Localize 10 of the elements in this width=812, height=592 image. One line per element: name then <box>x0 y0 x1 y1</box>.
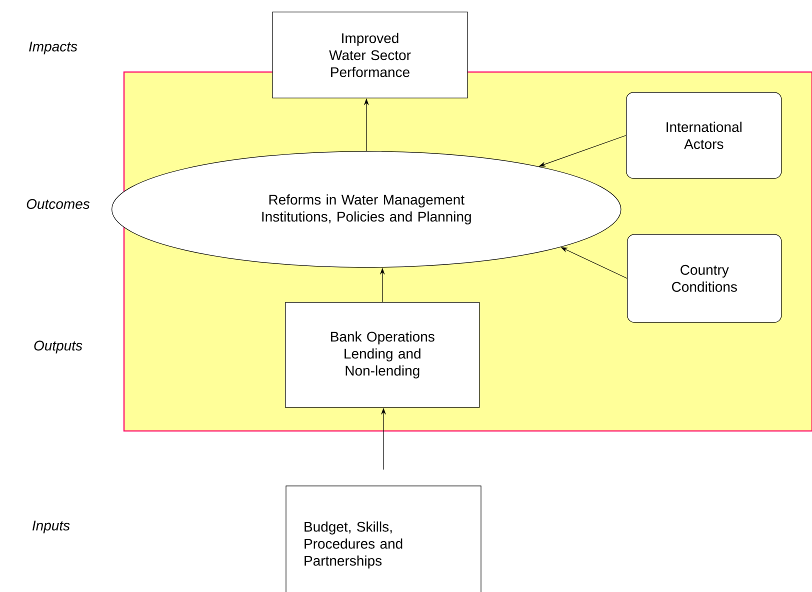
level-label: Outputs <box>34 340 82 354</box>
level-label: Inputs <box>32 520 70 534</box>
rounded-box: Country Conditions <box>627 234 782 323</box>
level-label: Impacts <box>29 42 78 54</box>
text-box: Bank Operations Lending and Non-lending <box>285 302 480 408</box>
rounded-box: International Actors <box>626 92 782 179</box>
text-box: Budget, Skills, Procedures and Partnerships <box>286 486 482 592</box>
text-box: Improved Water Sector Performance <box>272 12 468 98</box>
level-label: Outcomes <box>26 199 90 209</box>
ellipse-node: Reforms in Water Management Institutions, Policies and Planning <box>112 151 622 268</box>
